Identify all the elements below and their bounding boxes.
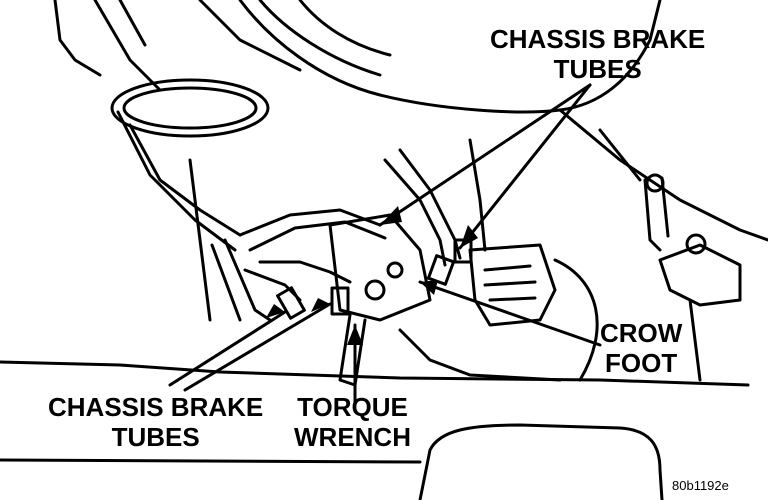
callout-line: CHASSIS BRAKE — [490, 24, 706, 54]
callout-torque-wrench: TORQUE WRENCH — [294, 392, 411, 452]
right-panel — [558, 108, 768, 242]
mc-port-2 — [386, 261, 404, 279]
arrowhead-torque — [347, 325, 363, 345]
arrowhead-top-1 — [380, 206, 402, 225]
callout-line: FOOT — [605, 348, 678, 378]
callout-line: TORQUE — [297, 392, 408, 422]
crow-foot-slots — [483, 264, 537, 302]
figure-id: 80b1192e — [672, 478, 729, 493]
leader-top-1 — [378, 83, 592, 227]
lower-housing — [398, 328, 562, 382]
cable-loop — [110, 78, 270, 138]
strut-upper-left-2 — [118, 0, 147, 47]
brake-tube-3 — [258, 260, 352, 284]
firewall-vertical — [188, 158, 212, 322]
master-cylinder — [328, 213, 432, 322]
leader-bottom-1 — [168, 310, 287, 387]
brake-tube-5 — [383, 158, 447, 267]
mount-stud — [688, 298, 702, 382]
fitting-right — [426, 254, 456, 286]
fitting-center — [330, 286, 350, 316]
booster-drum-ring — [298, 0, 392, 57]
booster-drum-inner — [258, 0, 382, 77]
arrowhead-crow — [420, 280, 438, 295]
lower-housing-2 — [553, 258, 599, 382]
callout-chassis-brake-tubes-bottom: CHASSIS BRAKE TUBES — [48, 392, 263, 452]
booster-drum — [238, 0, 662, 114]
mount-bracket — [658, 243, 742, 307]
right-panel-2 — [598, 128, 642, 182]
callout-crow-foot: CROW FOOT — [600, 318, 682, 378]
arrowhead-bottom-2 — [311, 298, 330, 312]
callout-line: TUBES — [553, 54, 642, 84]
torque-wrench-handle — [338, 313, 367, 387]
right-bolt — [645, 173, 665, 193]
callout-line: CROW — [600, 318, 683, 348]
fitting-left — [276, 286, 306, 320]
right-post — [643, 178, 662, 252]
horizon-line — [0, 360, 750, 387]
body-panel-edge — [198, 0, 302, 72]
bottom-divider — [0, 458, 422, 464]
cable-down-2 — [116, 110, 237, 252]
arrowhead-top-2 — [460, 225, 478, 248]
mc-port-1 — [364, 279, 386, 301]
mount-bolt — [685, 233, 707, 255]
brake-tube-1 — [238, 208, 382, 237]
frame-left-edge — [53, 0, 102, 77]
brake-tube-4 — [243, 268, 302, 302]
callout-line: CHASSIS BRAKE — [48, 392, 264, 422]
leader-top-2 — [458, 83, 592, 250]
leader-crow — [418, 280, 602, 347]
leader-bottom-2 — [183, 302, 332, 392]
lower-bulge — [418, 423, 664, 500]
arrowhead-bottom-1 — [266, 304, 285, 318]
cable-loop-inner — [122, 86, 258, 130]
callout-line: WRENCH — [294, 422, 411, 452]
brake-tube-2 — [248, 220, 387, 252]
brake-tube-6 — [398, 148, 462, 260]
brake-tube-7 — [468, 138, 487, 252]
callout-line: TUBES — [111, 422, 200, 452]
strut-upper-left — [93, 0, 162, 92]
cable-down — [128, 123, 242, 237]
brake-tube-left-drop — [223, 238, 272, 322]
brake-tube-left-drop-2 — [210, 243, 242, 322]
callout-chassis-brake-tubes-top: CHASSIS BRAKE TUBES — [490, 24, 705, 84]
